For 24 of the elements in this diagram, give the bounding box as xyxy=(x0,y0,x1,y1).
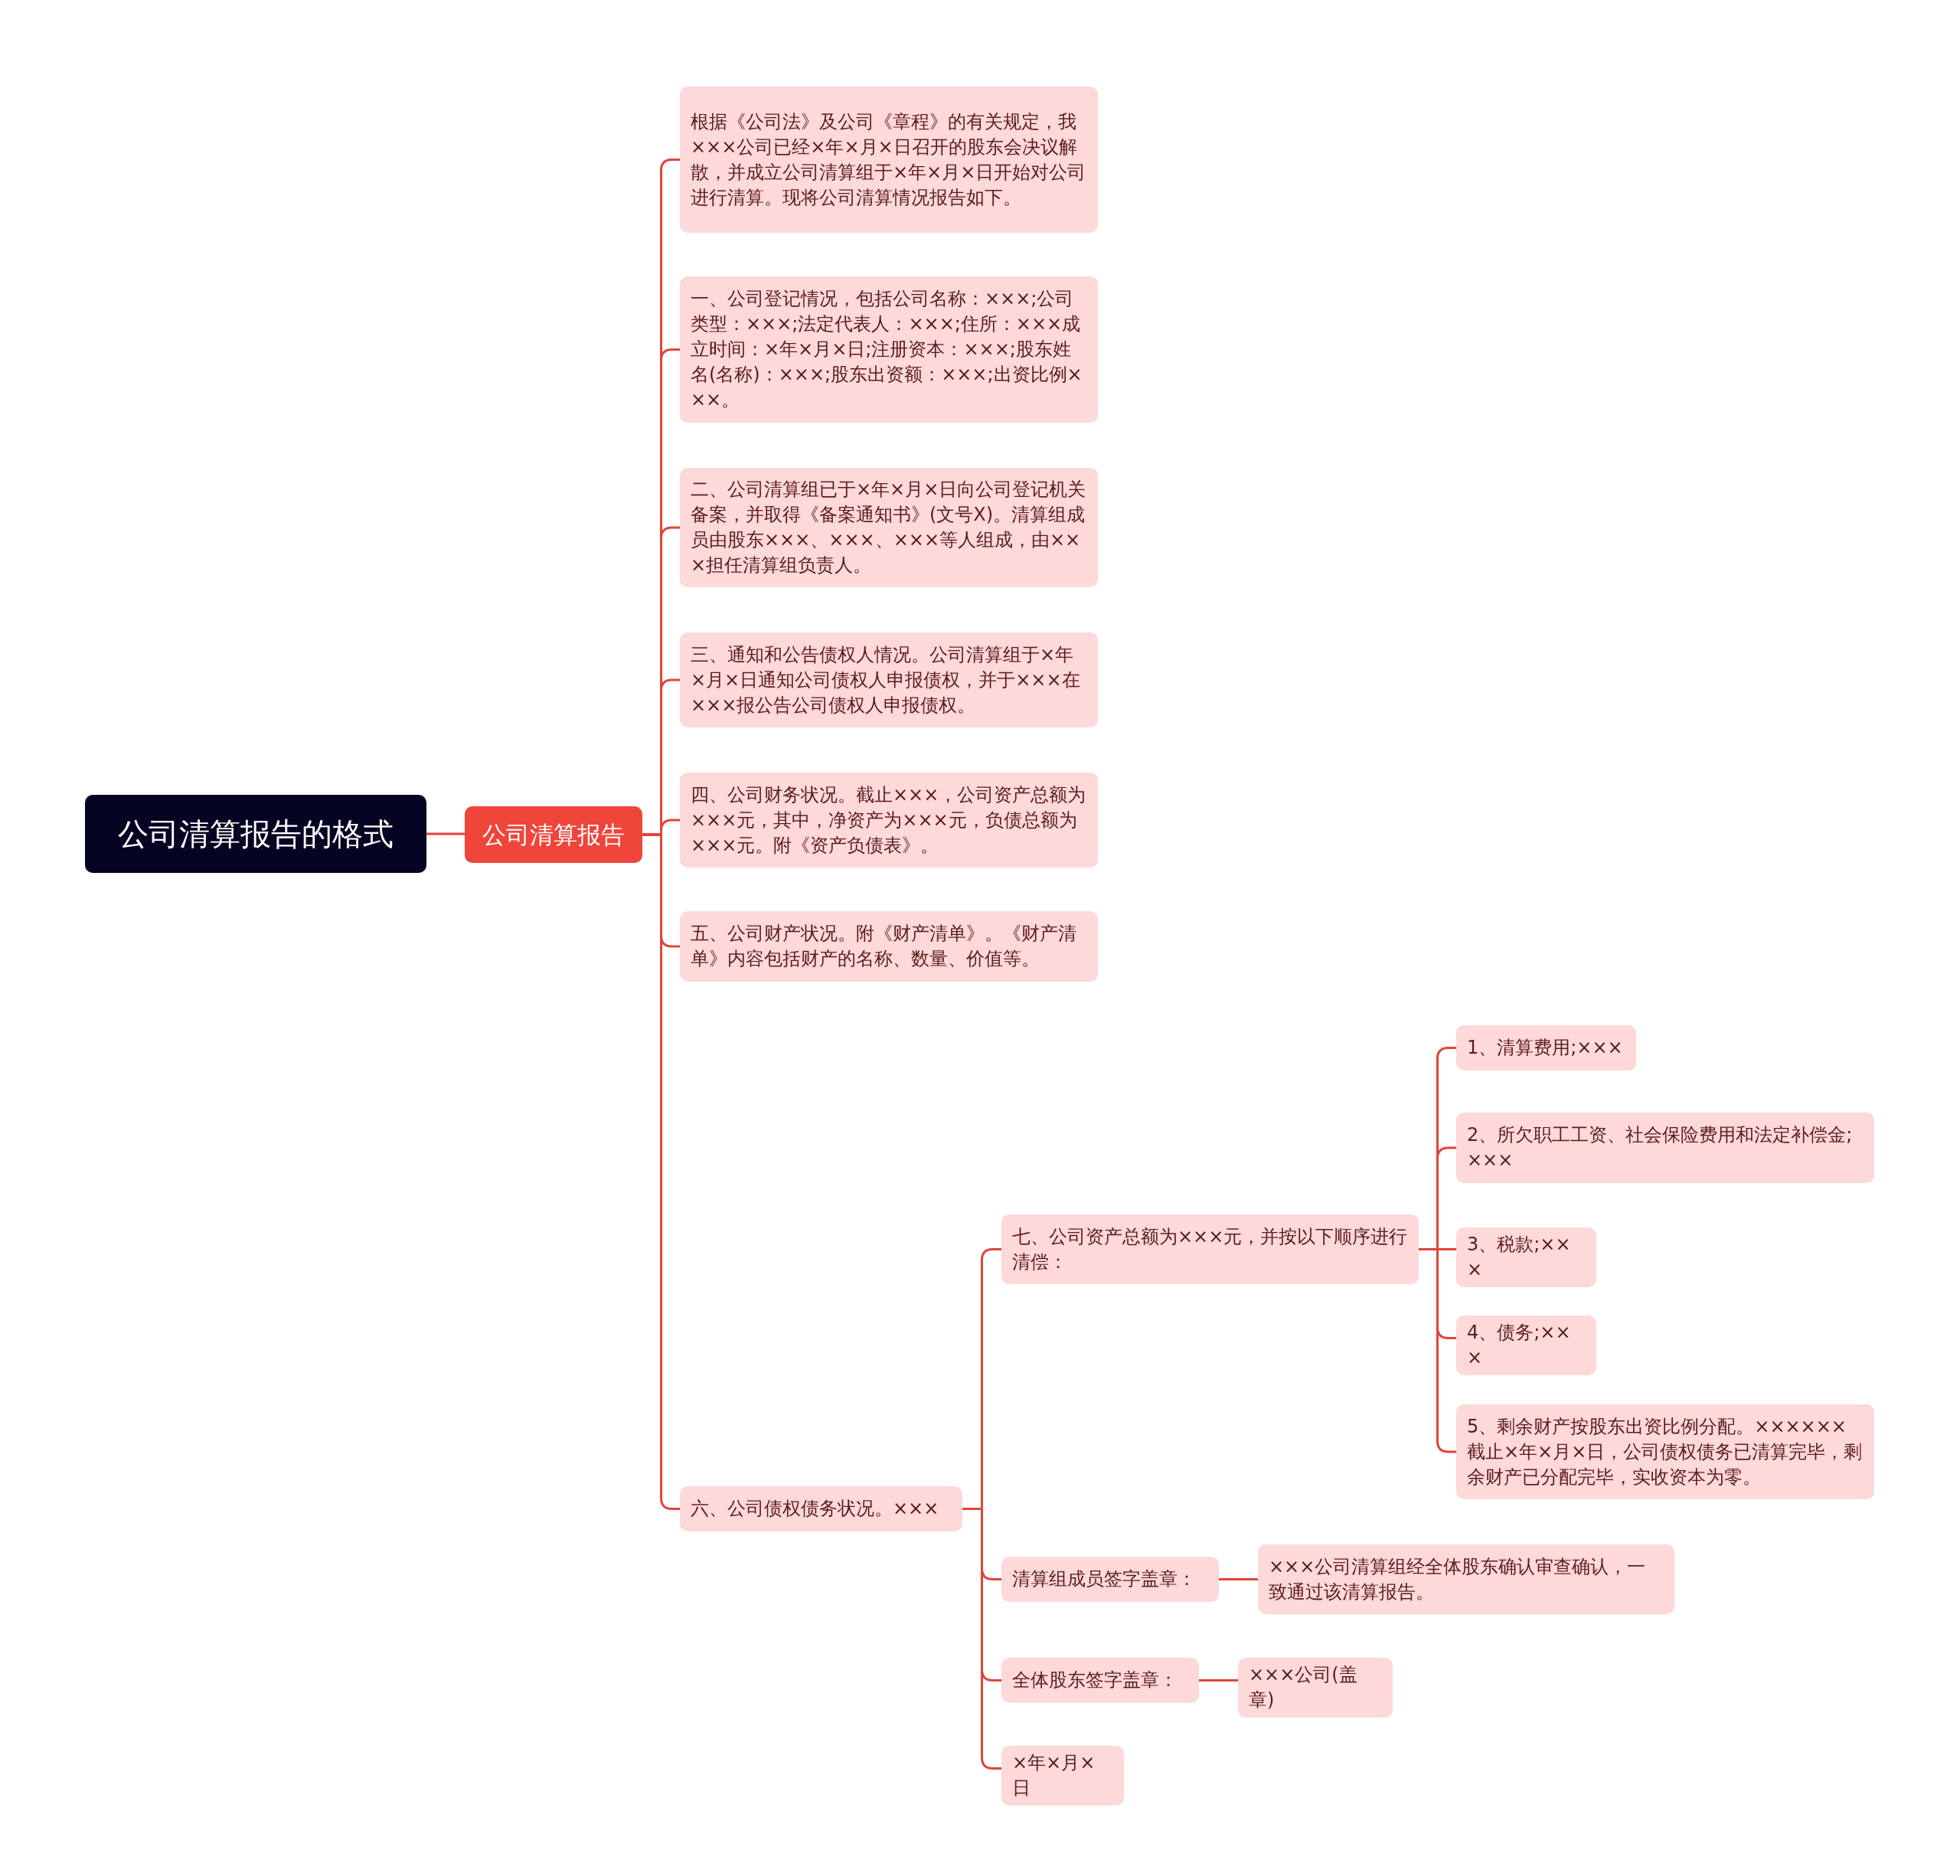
subtopic-box: 四、公司财务状况。截止×××，公司资产总额为×××元，其中，净资产为×××元，负债总额为×××元。附《资产负债表》。 xyxy=(680,773,1098,868)
subtopic-box: 一、公司登记情况，包括公司名称：×××;公司类型：×××;法定代表人：×××;住所：×××成立时间：×年×月×日;注册资本：×××;股东姓名(名称)：×××;股东出资额：×××;出资比例×××。 xyxy=(680,276,1098,423)
root-topic-box: 公司清算报告的格式 xyxy=(85,795,426,873)
subtopic-box: 3、税款;××× xyxy=(1456,1227,1596,1287)
connector-line xyxy=(426,832,465,835)
connector-line xyxy=(962,1508,1001,1770)
subtopic-box: 五、公司财产状况。附《财产清单》。《财产清单》内容包括财产的名称、数量、价值等。 xyxy=(680,911,1098,982)
subtopic-box: 4、债务;××× xyxy=(1456,1315,1596,1375)
subtopic-box: ×××公司(盖章) xyxy=(1238,1658,1393,1717)
main-topic-box: 公司清算报告 xyxy=(465,806,642,863)
subtopic-box: 六、公司债权债务状况。××× xyxy=(680,1486,962,1531)
subtopic-box: ×××公司清算组经全体股东确认审查确认，一致通过该清算报告。 xyxy=(1258,1544,1674,1614)
subtopic-box: 三、通知和公告债权人情况。公司清算组于×年×月×日通知公司债权人申报债权，并于×××在×××报公告公司债权人申报债权。 xyxy=(680,632,1098,727)
subtopic-box: 二、公司清算组已于×年×月×日向公司登记机关备案，并取得《备案通知书》(文号X)。清算组成员由股东×××、×××、×××等人组成，由×××担任清算组负责人。 xyxy=(680,468,1098,587)
subtopic-box: 七、公司资产总额为×××元，并按以下顺序进行清偿： xyxy=(1001,1214,1419,1284)
subtopic-box: 清算组成员签字盖章： xyxy=(1001,1557,1219,1602)
connector-line xyxy=(1199,1679,1238,1682)
subtopic-box: 2、所欠职工工资、社会保险费用和法定补偿金;××× xyxy=(1456,1113,1874,1183)
connector-line xyxy=(1219,1578,1258,1580)
subtopic-box: 1、清算费用;××× xyxy=(1456,1025,1636,1070)
subtopic-box: 全体股东签字盖章： xyxy=(1001,1658,1199,1703)
subtopic-box: 根据《公司法》及公司《章程》的有关规定，我×××公司已经×年×月×日召开的股东会决议解散，并成立公司清算组于×年×月×日开始对公司进行清算。现将公司清算情况报告如下。 xyxy=(680,87,1098,233)
subtopic-box: ×年×月×日 xyxy=(1001,1746,1124,1806)
subtopic-box: 5、剩余财产按股东出资比例分配。××××××截止×年×月×日，公司债权债务已清算完毕，剩余财产已分配完毕，实收资本为零。 xyxy=(1456,1404,1874,1499)
